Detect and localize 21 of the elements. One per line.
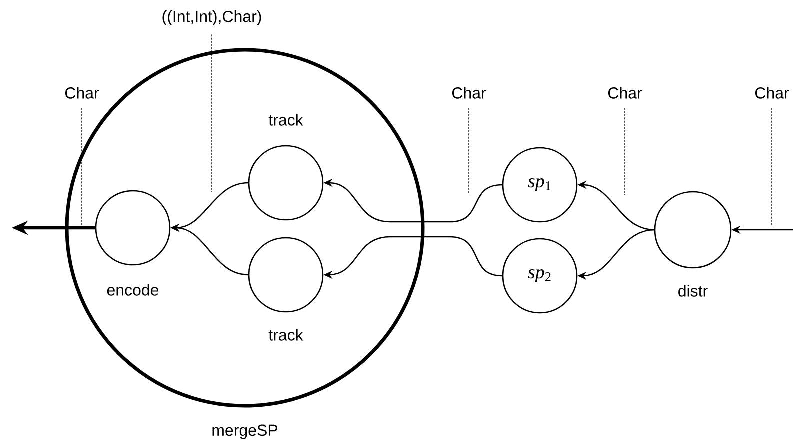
leader-line	[468, 108, 470, 194]
process-circle	[654, 191, 732, 269]
process-circle	[65, 48, 425, 408]
process-circle	[95, 190, 171, 266]
type-label: Char	[452, 87, 486, 99]
node-label: track	[268, 114, 304, 126]
type-label: Char	[755, 87, 790, 99]
process-circle	[502, 147, 578, 223]
node-label: sp$_{2}$	[528, 270, 551, 282]
node-label: track	[268, 329, 304, 341]
node-label: mergeSP	[212, 424, 278, 440]
type-label: Char	[65, 87, 100, 99]
node-label: sp$_{1}$	[528, 178, 551, 192]
process-circle	[248, 237, 324, 313]
node-label: encode	[107, 284, 159, 296]
process-circle	[502, 238, 578, 314]
process-circle	[248, 145, 324, 221]
type-label: Char	[608, 87, 642, 99]
type-label: ((Int,Int),Char)	[162, 10, 262, 26]
node-label: distr	[678, 285, 708, 297]
leader-line	[624, 108, 626, 196]
